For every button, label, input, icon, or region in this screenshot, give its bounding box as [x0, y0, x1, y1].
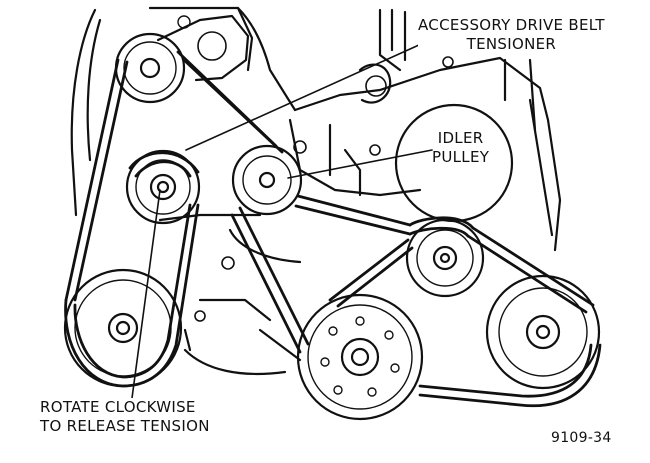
tensioner-label: ACCESSORY DRIVE BELT TENSIONER — [418, 16, 605, 54]
rotate-label-line1: ROTATE CLOCKWISE — [40, 398, 196, 416]
crankshaft-pulley — [296, 293, 424, 421]
idler-label-line2: PULLEY — [432, 148, 490, 166]
upper-right-pulley — [405, 218, 485, 298]
upper-left-pulley — [125, 149, 201, 225]
figure-number: 9109-34 — [551, 429, 612, 448]
tensioner-label-line2: TENSIONER — [466, 35, 557, 53]
callout-leaders — [131, 39, 433, 399]
idler-label-line1: IDLER — [437, 129, 484, 147]
accessory-drive-belt — [64, 50, 602, 408]
engine-block-outline — [70, 6, 562, 375]
rotate-instruction-label: ROTATE CLOCKWISE TO RELEASE TENSION — [40, 398, 210, 436]
idler-label: IDLER PULLEY — [432, 129, 489, 167]
right-pulley — [485, 274, 601, 390]
tensioner-pulley — [114, 14, 250, 104]
tensioner-label-line1: ACCESSORY DRIVE BELT — [418, 16, 605, 34]
idler-pulley — [231, 144, 303, 216]
rotate-label-line2: TO RELEASE TENSION — [40, 417, 210, 435]
